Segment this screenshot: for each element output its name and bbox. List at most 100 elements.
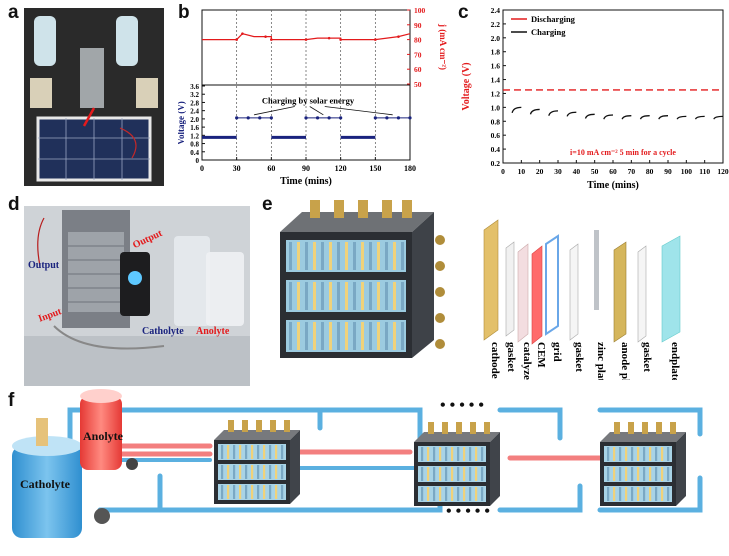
scheme-stack-terminal (428, 422, 434, 434)
chart-b-top-ytick-label: 90 (414, 21, 422, 30)
stack-cell-stripe (393, 322, 396, 350)
scheme-stack-stripe (427, 447, 430, 461)
stack-cell-stripe (345, 242, 348, 270)
chart-c-xtick-label: 20 (536, 167, 544, 176)
label-anolyte: Anolyte (196, 326, 230, 337)
chart-b-annotation: Charging by solar energy (262, 95, 355, 105)
scheme-stack-stripe (445, 467, 448, 481)
stack-cell-stripe (393, 242, 396, 270)
stack-cell-stripe (321, 282, 324, 310)
chart-c-xtick-label: 30 (554, 167, 562, 176)
scheme-stack-stripe (637, 487, 640, 501)
chart-b-bottom-ytick-label: 1.2 (190, 132, 199, 140)
chart-c-charging-cycle (676, 115, 687, 120)
scheme-stack-stripe (275, 485, 278, 499)
scheme-stack-stripe (655, 487, 658, 501)
stack-cell-stripe (305, 322, 308, 350)
stack-cell-stripe (401, 242, 404, 270)
scheme-stack-stripe (457, 447, 460, 461)
scheme-stack-stripe (643, 467, 646, 481)
chart-c-ytick-label: 0.2 (491, 159, 501, 168)
chart-b-charge-point (235, 116, 239, 120)
chart-c-ytick-label: 0.6 (491, 131, 501, 140)
chart-b-top-ytick-label: 100 (414, 6, 426, 15)
chart-b-xtick-label: 0 (200, 164, 204, 173)
chart-b-xtick-label: 150 (369, 164, 381, 173)
scheme-stack-stripe (631, 447, 634, 461)
scheme-stack-stripe (263, 445, 266, 459)
chart-c-ytick-label: 1.8 (491, 48, 501, 57)
chart-b-annotation-arrow (324, 106, 393, 116)
chart-b-top-ytick-label: 60 (414, 65, 422, 74)
scheme-stack-stripe (607, 487, 610, 501)
scheme-stack-stripe (619, 487, 622, 501)
scheme-stack-stripe (667, 467, 670, 481)
flow-scheme: Anolyte Catholyte • • • • • • • • • • (12, 389, 703, 538)
chart-b-bottom-ytick-label: 0.8 (190, 141, 199, 149)
chart-b-current-point (374, 38, 377, 41)
chart-c-legend-charging: Charging (531, 27, 566, 37)
scheme-stack-stripe (433, 447, 436, 461)
chart-b-annotation-arrow (309, 106, 324, 116)
chart-b-bottom-ytick-label: 2.4 (190, 108, 199, 116)
scheme-stack-terminal (456, 422, 462, 434)
exploded-label: gasket (573, 342, 585, 372)
scheme-stack-stripe (637, 447, 640, 461)
stack-cell-stripe (401, 322, 404, 350)
chart-c-xtick-label: 80 (646, 167, 654, 176)
scheme-stack-terminal (670, 422, 676, 434)
stack-cell-stripe (345, 282, 348, 310)
scheme-stack-stripe (427, 467, 430, 481)
stack-cell-stripe (361, 282, 364, 310)
stack-cell-stripe (297, 282, 300, 310)
chart-c-xtick-label: 10 (518, 167, 526, 176)
scheme-stack-stripe (275, 445, 278, 459)
scheme-stack-stripe (251, 445, 254, 459)
stack-cell-stripe (377, 282, 380, 310)
scheme-stack-stripe (427, 487, 430, 501)
chart-c-xtick-label: 40 (573, 167, 581, 176)
chart-c-charging-cycle (584, 113, 595, 119)
scheme-stack-stripe (227, 465, 230, 479)
scheme-stack-stripe (251, 465, 254, 479)
stack-cell-stripe (385, 322, 388, 350)
scheme-stack-stripe (439, 487, 442, 501)
stack-cell-stripe (353, 282, 356, 310)
chart-c-charging-cycle (603, 114, 614, 120)
stack-cell-stripe (289, 282, 292, 310)
scheme-stack-terminal (484, 422, 490, 434)
scheme-stack-stripe (475, 487, 478, 501)
stack-cell-stripe (337, 242, 340, 270)
chart-b-annotation-arrow (253, 106, 295, 116)
stack-cell-stripe (377, 242, 380, 270)
chart-b-charge-point (327, 116, 331, 120)
chart-b-top-ylabel: j (mA cm⁻²) (438, 23, 448, 70)
chart-b-bottom-ytick-label: 0.4 (190, 149, 199, 157)
chart-b-bottom-ytick-label: 3.6 (190, 83, 199, 91)
stack-cell-stripe (369, 282, 372, 310)
scheme-stack-stripe (239, 485, 242, 499)
scheme-stack-stripe (433, 487, 436, 501)
scheme-stack-stripe (221, 465, 224, 479)
exploded-label: endplate (669, 342, 681, 380)
panel-label-c: c (458, 2, 469, 23)
scheme-stack-stripe (233, 465, 236, 479)
chart-c-xlabel: Time (mins) (587, 180, 639, 191)
exploded-label: gasket (505, 342, 517, 372)
chart-b-xtick-label: 60 (267, 164, 275, 173)
scheme-stack-stripe (421, 467, 424, 481)
chart-c-charging-cycle (639, 115, 650, 120)
scheme-stack-side (676, 432, 686, 506)
chart-b-top-ytick-label: 70 (414, 50, 422, 59)
scheme-stack-stripe (257, 445, 260, 459)
label-output-left: Output (28, 260, 60, 271)
exploded-label: CEM (535, 342, 547, 368)
panel-label-f: f (8, 390, 15, 411)
chart-b-xtick-label: 120 (335, 164, 347, 173)
scheme-stack-stripe (233, 485, 236, 499)
stack-cell-stripe (337, 322, 340, 350)
scheme-stack-stripe (269, 465, 272, 479)
chart-c-charging-cycle (694, 115, 705, 120)
